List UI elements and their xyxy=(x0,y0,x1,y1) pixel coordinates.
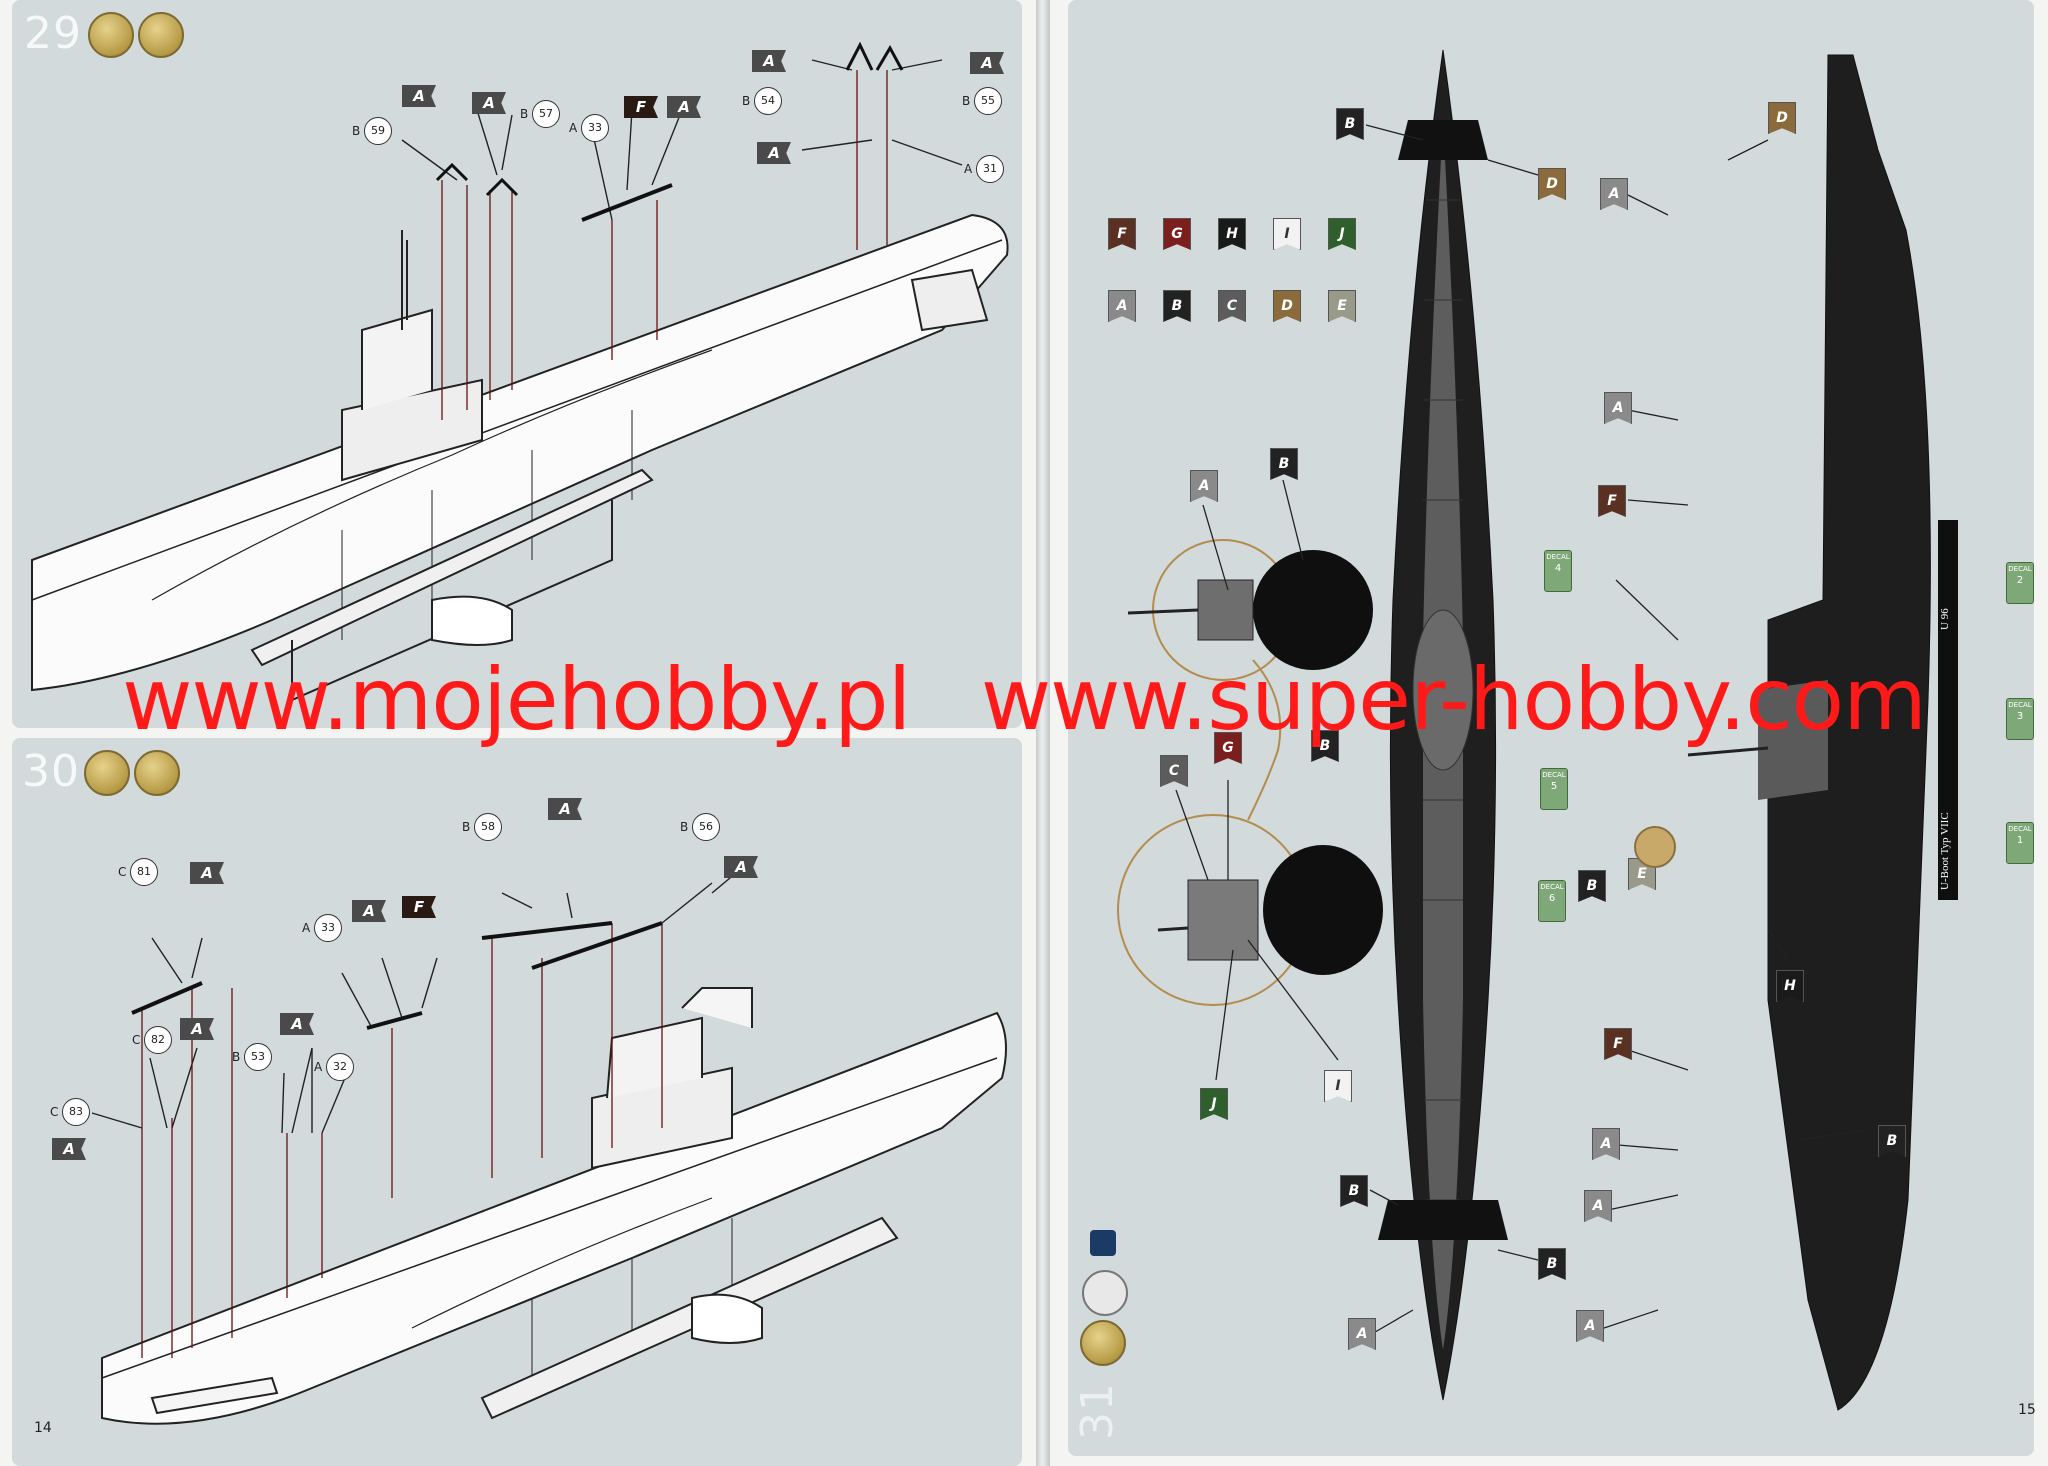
part-letter: B xyxy=(352,124,361,138)
watermark-text-2: www.super-hobby.com xyxy=(980,650,1927,750)
decal-label: DECAL xyxy=(1542,771,1566,779)
part-callout: 81 xyxy=(130,858,158,886)
decal-number: 6 xyxy=(1548,893,1556,904)
decal-6: DECAL 6 xyxy=(1538,880,1566,922)
glue-icon xyxy=(1080,1320,1126,1366)
decal-2: DECAL 2 xyxy=(2006,562,2034,604)
paint-brush-icon xyxy=(138,12,184,58)
decal-emblem-icon xyxy=(1634,826,1676,868)
part-letter: B xyxy=(680,820,689,834)
paint-mark: F xyxy=(624,96,658,118)
decal-label: DECAL xyxy=(2008,701,2032,709)
decal-1: DECAL 1 xyxy=(2006,822,2034,864)
glue-icon xyxy=(88,12,134,58)
part-letter: B xyxy=(232,1050,241,1064)
part-letter: A xyxy=(569,121,578,135)
paint-mark: F xyxy=(402,896,436,918)
decal-label: DECAL xyxy=(1540,883,1564,891)
paint-mark: A xyxy=(724,856,758,878)
step-31-panel: 31 F G H I J A B C D E xyxy=(1068,0,2036,1456)
part-callout: 33 xyxy=(314,914,342,942)
paint-mark: A xyxy=(280,1013,314,1035)
submarine-drawing-step30 xyxy=(91,867,1007,1425)
paint-mark: A xyxy=(970,52,1004,74)
decal-number: 4 xyxy=(1554,563,1562,574)
decal-number: 5 xyxy=(1550,781,1558,792)
paint-mark: B xyxy=(1578,870,1606,902)
right-page: 31 F G H I J A B C D E xyxy=(1050,0,2048,1466)
decal-label: DECAL xyxy=(2008,565,2032,573)
decal-5: DECAL 5 xyxy=(1540,768,1568,810)
step-number: 30 xyxy=(22,746,80,797)
stand-label: U-Boot Typ VIIC xyxy=(1939,812,1951,890)
paint-mark: A xyxy=(402,85,436,107)
paint-jar-icon xyxy=(1090,1230,1116,1256)
paint-mark: A xyxy=(548,798,582,820)
step-number: 29 xyxy=(24,8,82,59)
stand-label-2: U 96 xyxy=(1939,608,1951,630)
page-number: 14 xyxy=(34,1420,52,1436)
paint-mark: A xyxy=(190,862,224,884)
left-page: 29 xyxy=(0,0,1036,1466)
paint-mark: A xyxy=(52,1138,86,1160)
part-letter: C xyxy=(118,865,127,879)
part-letter: C xyxy=(132,1033,141,1047)
paint-mark: A xyxy=(757,142,791,164)
part-callout: 59 xyxy=(364,117,392,145)
submarine-drawing-step29 xyxy=(31,41,1009,702)
part-callout: 83 xyxy=(62,1098,90,1126)
step-29-panel: 29 xyxy=(12,0,1022,728)
paint-mark: A xyxy=(472,92,506,114)
paint-mark: A xyxy=(352,900,386,922)
part-callout: 53 xyxy=(244,1043,272,1071)
watermark-text-1: www.mojehobby.pl xyxy=(122,650,911,750)
decal-3: DECAL 3 xyxy=(2006,698,2034,740)
part-callout: 55 xyxy=(974,87,1002,115)
decal-label: DECAL xyxy=(2008,825,2032,833)
decal-number: 2 xyxy=(2016,575,2024,586)
part-callout: 32 xyxy=(326,1053,354,1081)
paint-mark: B xyxy=(1878,1125,1906,1157)
decal-number: 1 xyxy=(2016,835,2024,846)
watermark: www.mojehobby.pl www.super-hobby.com xyxy=(0,650,2048,750)
part-callout: 31 xyxy=(976,155,1004,183)
decal-label: DECAL xyxy=(1546,553,1570,561)
page-number: 15 xyxy=(2018,1402,2036,1418)
paint-brush-icon xyxy=(134,750,180,796)
decal-number: 3 xyxy=(2016,711,2024,722)
part-letter: B xyxy=(742,94,751,108)
part-callout: 54 xyxy=(754,87,782,115)
step-30-panel: 30 xyxy=(12,738,1022,1466)
decal-4: DECAL 4 xyxy=(1544,550,1572,592)
part-letter: A xyxy=(302,921,311,935)
part-letter: B xyxy=(462,820,471,834)
part-callout: 82 xyxy=(144,1026,172,1054)
part-letter: C xyxy=(50,1105,59,1119)
book-gutter xyxy=(1036,0,1050,1466)
part-callout: 58 xyxy=(474,813,502,841)
part-callout: 33 xyxy=(581,114,609,142)
paint-mark: A xyxy=(1348,1318,1376,1350)
submarine-views-drawing: U-Boot Typ VIIC U 96 xyxy=(1117,49,1958,1411)
glue-icon xyxy=(84,750,130,796)
paint-mark: A xyxy=(180,1018,214,1040)
part-letter: B xyxy=(962,94,971,108)
part-letter: A xyxy=(964,162,973,176)
part-callout: 57 xyxy=(532,100,560,128)
part-callout: 56 xyxy=(692,813,720,841)
paint-mark: A xyxy=(752,50,786,72)
decal-icon xyxy=(1082,1270,1128,1316)
part-letter: B xyxy=(520,107,529,121)
paint-mark: A xyxy=(667,96,701,118)
part-letter: A xyxy=(314,1060,323,1074)
